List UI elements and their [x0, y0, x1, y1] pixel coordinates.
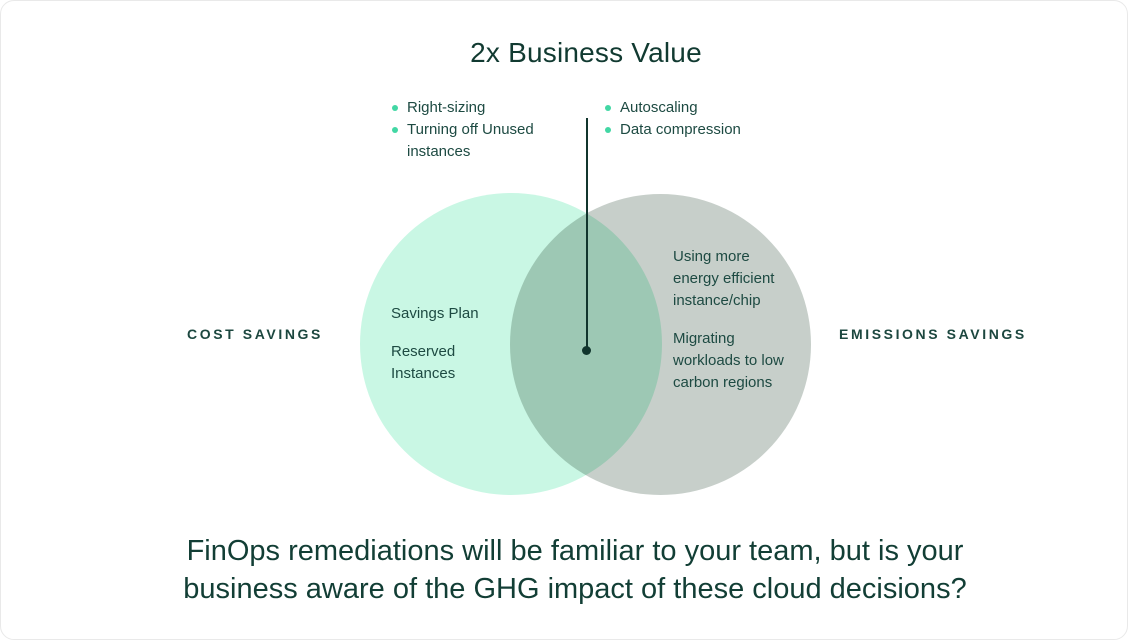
circle-item-label: Savings Plan: [391, 305, 479, 322]
cost-circle-items: Savings Plan Reserved Instances: [391, 303, 491, 385]
circle-item-label: Using more energy efficient instance/chi…: [673, 248, 775, 309]
bullet-icon: [392, 127, 398, 133]
bullet-icon: [605, 127, 611, 133]
list-item: Data compression: [605, 119, 775, 141]
list-item-label: Right-sizing: [407, 99, 486, 116]
caption-line: FinOps remediations will be familiar to …: [186, 535, 964, 567]
cost-savings-label: COST SAVINGS: [187, 326, 323, 342]
list-item-label: Autoscaling: [620, 99, 698, 116]
circle-item-label: Migrating workloads to low carbon region…: [673, 330, 784, 391]
caption: FinOps remediations will be familiar to …: [65, 532, 1085, 608]
connector-dot-icon: [582, 346, 591, 355]
page-title: 2x Business Value: [470, 37, 702, 68]
bullet-icon: [392, 105, 398, 111]
list-item-label: Data compression: [620, 121, 741, 138]
list-item: Turning off Unused instances: [392, 119, 552, 163]
emissions-circle-items: Using more energy efficient instance/chi…: [673, 246, 799, 394]
cost-actions-list: Right-sizing Turning off Unused instance…: [392, 97, 552, 163]
bullet-icon: [605, 105, 611, 111]
circle-item-label: Reserved Instances: [391, 343, 456, 382]
list-item: Right-sizing: [392, 97, 552, 119]
list-item: Autoscaling: [605, 97, 775, 119]
emissions-savings-circle: [510, 194, 811, 495]
list-item-label: Turning off Unused instances: [407, 121, 534, 160]
emissions-savings-label: EMISSIONS SAVINGS: [839, 326, 1027, 342]
connector-line: [586, 118, 588, 347]
emissions-actions-list: Autoscaling Data compression: [605, 97, 775, 141]
caption-line: business aware of the GHG impact of thes…: [183, 573, 967, 605]
